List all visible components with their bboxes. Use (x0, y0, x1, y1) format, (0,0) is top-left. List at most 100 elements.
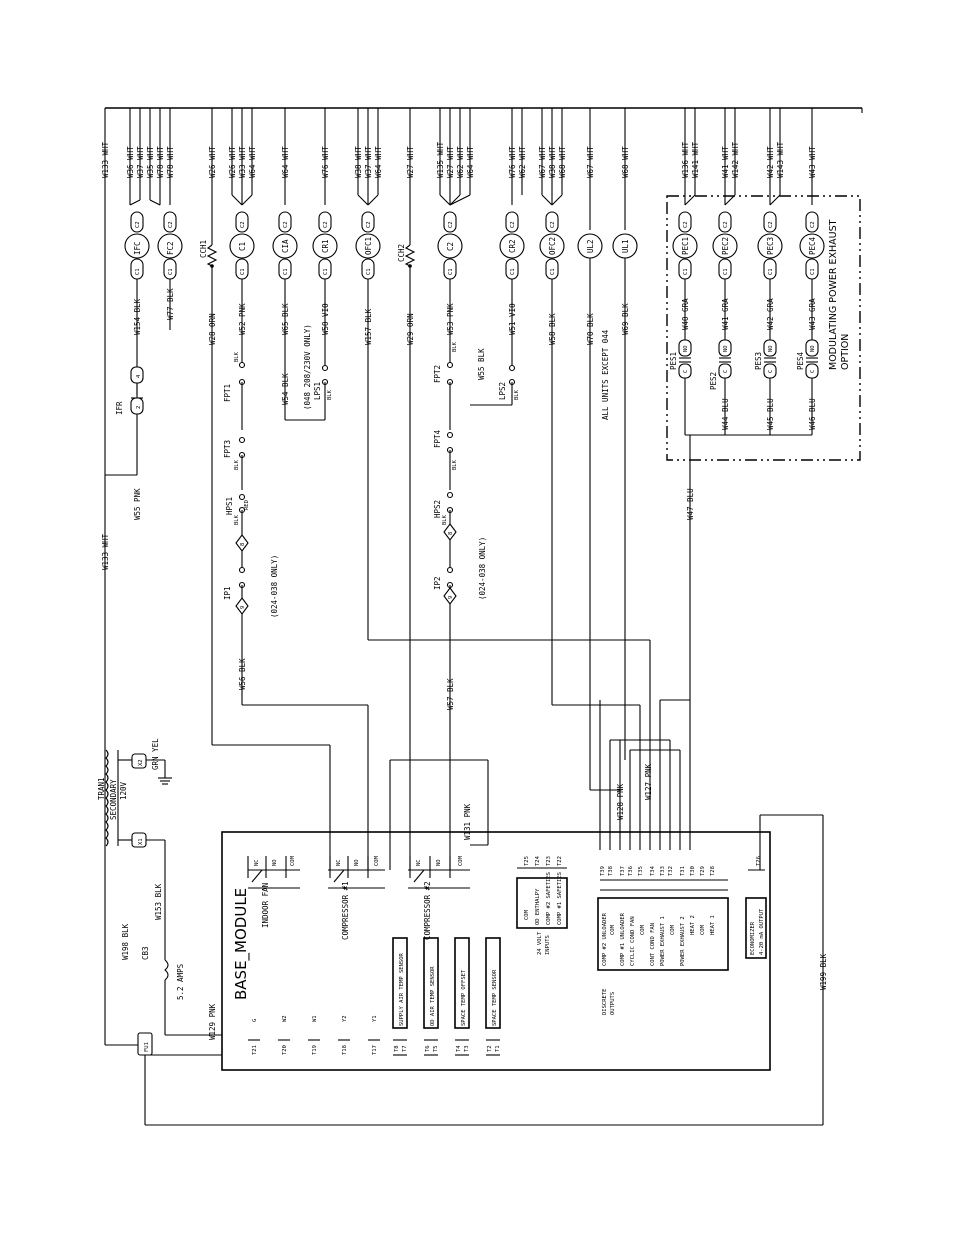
svg-text:T34: T34 (650, 865, 656, 876)
svg-text:COMP #2 SAFETIES: COMP #2 SAFETIES (546, 872, 552, 925)
od-air-sensor: OD AIR TEMP SENSOR (430, 966, 436, 1026)
svg-text:W42 GRA: W42 GRA (766, 298, 775, 330)
svg-text:NC: NC (416, 859, 422, 866)
svg-text:NO: NO (768, 345, 774, 352)
svg-text:4: 4 (136, 374, 142, 378)
svg-text:COM: COM (458, 855, 464, 866)
c2-terminals: C2 C2 C2 C2 C2 C2 C2 C2 C2 C2 C2 C2 C2 (130, 211, 819, 233)
svg-text:IFC: IFC (133, 241, 142, 255)
wire-label: W26 WHT (208, 146, 217, 178)
c1-terminals: C1 C1 C1 C1 C1 C1 C1 C1 C1 C1 C1 C1 C1 (130, 258, 819, 280)
pes3-label: PES3 (754, 352, 763, 370)
wire-label: W67 WHT (538, 146, 547, 178)
svg-text:W129 PNK: W129 PNK (208, 1003, 217, 1040)
cch1-label: CCH1 (199, 240, 208, 258)
svg-text:W46 BLU: W46 BLU (808, 398, 817, 430)
relay-indoor-fan: NC NO COM INDOOR FAN (247, 855, 300, 928)
branch-lines (129, 108, 813, 245)
fpt4-label: FPT4 (433, 429, 442, 448)
svg-text:T33: T33 (660, 866, 666, 876)
svg-text:T35: T35 (638, 866, 644, 876)
svg-text:120V: 120V (119, 781, 128, 800)
c2-coil (437, 233, 463, 259)
option-title: MODULATING POWER EXHAUST (828, 219, 839, 370)
ip2-label: IP2 (433, 576, 442, 590)
svg-text:W41 GRA: W41 GRA (721, 298, 730, 330)
svg-text:X2: X2 (138, 759, 144, 766)
svg-text:5.2 AMPS: 5.2 AMPS (176, 963, 185, 1000)
svg-text:HEAT 2: HEAT 2 (690, 915, 696, 935)
svg-text:C1: C1 (448, 268, 454, 275)
svg-text:CIA: CIA (281, 239, 290, 253)
fuse-fu1: FU1 W199 BLK W129 PNK (105, 814, 828, 1126)
svg-text:C: C (768, 370, 774, 373)
svg-text:W55 BLK: W55 BLK (477, 348, 486, 380)
svg-text:PEC3: PEC3 (766, 237, 775, 255)
ofc1-coil (355, 233, 381, 259)
svg-text:W40 GRA: W40 GRA (681, 298, 690, 330)
svg-text:(024-038 ONLY): (024-038 ONLY) (270, 555, 279, 618)
svg-text:W57 BLK: W57 BLK (446, 678, 455, 710)
wire-label: W143 WHT (776, 141, 785, 178)
svg-text:T17: T17 (372, 1045, 378, 1055)
svg-text:CYCLIC COND FAN: CYCLIC COND FAN (630, 916, 636, 966)
crankcase-heaters: CCH1 CCH2 (199, 240, 416, 282)
comp2-safety-chain: FPT2 BLK FPT4 BLK HPS2 BLK 8 IP2 (024-03… (433, 341, 487, 745)
ifr-contact: 4 2 IFR W55 PNK W133 WHT (101, 345, 144, 570)
svg-text:T38: T38 (608, 866, 614, 876)
lps2-label: LPS2 (498, 382, 507, 400)
wire-label: W62 WHT (518, 146, 527, 178)
svg-text:BLK: BLK (327, 389, 333, 400)
wire-label: W37 WHT (364, 146, 373, 178)
wire-label: W76 WHT (321, 146, 330, 178)
wire-label: W33 WHT (238, 146, 247, 178)
svg-text:C2: C2 (323, 221, 329, 228)
routing-wires: W131 PNK W128 PNK W127 PNK W47 BLU (104, 460, 695, 1045)
svg-text:W199 BLK: W199 BLK (819, 953, 828, 990)
wire-label: W136 WHT (681, 141, 690, 178)
svg-text:T32: T32 (668, 866, 674, 876)
svg-text:T8: T8 (394, 1045, 400, 1052)
svg-text:(048 208/230V ONLY): (048 208/230V ONLY) (303, 324, 312, 410)
svg-text:W2: W2 (282, 1015, 288, 1022)
cr1-coil (312, 233, 338, 259)
svg-text:UL2: UL2 (586, 239, 595, 253)
svg-text:PEC1: PEC1 (681, 237, 690, 255)
space-temp-sensor: SPACE TEMP SENSOR (492, 969, 498, 1026)
svg-text:C1: C1 (238, 242, 247, 251)
svg-text:OUTPUTS: OUTPUTS (610, 992, 616, 1015)
load-coils: IFC FC2 C1 CIA CR1 OFC1 C2 CR2 OFC2 UL2 … (124, 233, 825, 259)
svg-text:W51 VIO: W51 VIO (508, 303, 517, 335)
svg-text:COMP #1 SAFETIES: COMP #1 SAFETIES (557, 872, 563, 925)
svg-text:C1: C1 (810, 268, 816, 275)
svg-text:9: 9 (240, 606, 246, 609)
svg-text:SECONDARY: SECONDARY (109, 779, 118, 820)
wire-label: W64 WHT (466, 146, 475, 178)
svg-text:C: C (683, 370, 689, 373)
svg-text:FC2: FC2 (166, 241, 175, 255)
svg-text:C1: C1 (323, 268, 329, 275)
svg-text:C2: C2 (510, 221, 516, 228)
svg-text:8: 8 (448, 532, 454, 535)
lps1-label: LPS1 (313, 382, 322, 400)
svg-text:TRAN1: TRAN1 (97, 777, 106, 800)
svg-text:T21: T21 (252, 1045, 258, 1055)
svg-text:NO: NO (354, 859, 360, 866)
svg-text:ALL UNITS EXCEPT 044: ALL UNITS EXCEPT 044 (601, 329, 610, 420)
wire-label: W26 WHT (228, 146, 237, 178)
svg-text:NO: NO (436, 859, 442, 866)
load-wires: W154 BLK W77 BLK W28 ORN W52 PNK W65 BLK… (133, 258, 630, 745)
fc2-coil (157, 233, 183, 259)
svg-text:PEC4: PEC4 (808, 236, 817, 255)
svg-text:W52 PNK: W52 PNK (238, 303, 247, 335)
power-exhaust-option-box (666, 195, 861, 461)
svg-text:T36: T36 (628, 866, 634, 876)
svg-text:C1: C1 (768, 268, 774, 275)
svg-text:W58 BLK: W58 BLK (548, 313, 557, 345)
svg-text:T4: T4 (456, 1045, 462, 1052)
svg-text:BLK: BLK (234, 514, 240, 525)
fpt3-label: FPT3 (223, 440, 232, 458)
pes1-label: PES1 (669, 352, 678, 370)
svg-text:T3: T3 (464, 1045, 470, 1052)
compressor-2-relay-label: COMPRESSOR #2 (423, 881, 432, 940)
